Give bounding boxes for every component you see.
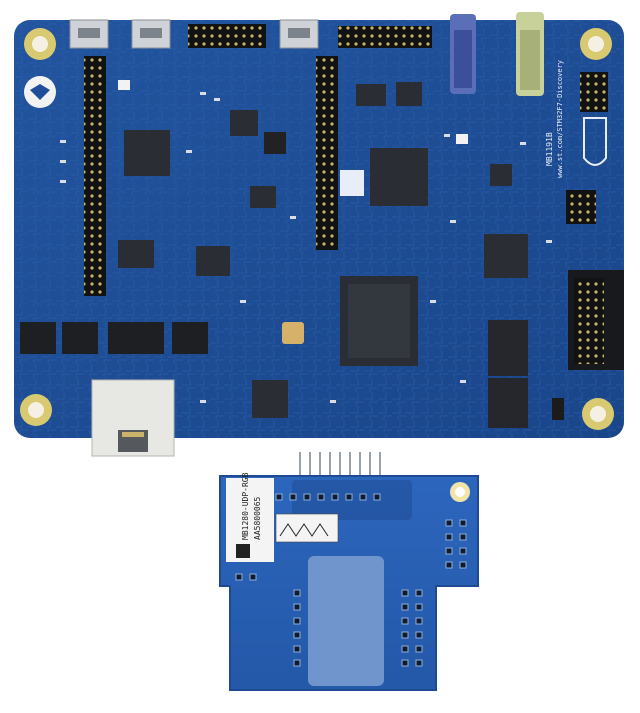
top-pin-header xyxy=(188,24,266,48)
mounting-hole xyxy=(28,402,44,418)
beige-component xyxy=(282,322,304,344)
daughter-sticker-top: MB1280-UDP-RGB xyxy=(241,472,250,540)
chip-small xyxy=(250,186,276,208)
chip-square xyxy=(484,234,528,278)
ethernet-jack xyxy=(91,379,175,457)
battery-outline xyxy=(583,117,607,166)
daughter-board: MB1280-UDP-RGB AA5800065 xyxy=(219,452,479,691)
led-white xyxy=(118,80,130,90)
chip-square xyxy=(370,148,428,206)
smd-components xyxy=(60,92,552,403)
audio-jacks xyxy=(450,12,544,96)
silkscreen-board-id: MB1191B xyxy=(545,132,554,166)
smd-pad xyxy=(200,92,206,95)
chip-small xyxy=(172,322,208,354)
chip-small xyxy=(62,322,98,354)
smd-pad xyxy=(430,300,436,303)
usb-connectors xyxy=(69,19,319,49)
usb-connector xyxy=(78,28,100,38)
silkscreen-url: www.st.com/STM32F7-Discovery xyxy=(556,60,564,178)
mounting-hole xyxy=(588,36,604,52)
audio-jack-green-body xyxy=(520,30,540,90)
chip-small xyxy=(356,84,386,106)
sensor-pad xyxy=(308,556,384,686)
smd-pad xyxy=(450,220,456,223)
chip-small xyxy=(118,240,154,268)
smd-pad xyxy=(546,240,552,243)
chips xyxy=(20,82,528,428)
left-pin-header xyxy=(84,56,106,296)
chip-small xyxy=(20,322,56,354)
memory-chip xyxy=(488,378,528,428)
mcu-main-chip-inner xyxy=(348,284,410,358)
usb-connector xyxy=(140,28,162,38)
smd-pad xyxy=(186,150,192,153)
white-chip-label xyxy=(340,170,364,196)
right-small-header xyxy=(580,72,608,112)
main-board: www.st.com/STM32F7-Discovery MB1191B xyxy=(14,12,624,457)
audio-jack-blue-body xyxy=(454,30,472,88)
chip-small xyxy=(108,322,164,354)
switch-sw1 xyxy=(552,398,564,420)
smd-pad xyxy=(444,134,450,137)
chip-small xyxy=(396,82,422,106)
qr-code xyxy=(236,544,250,558)
black-chip xyxy=(264,132,286,154)
right-small-header-2 xyxy=(566,190,596,224)
smd-pad xyxy=(200,400,206,403)
smd-pad xyxy=(460,380,466,383)
smd-pad xyxy=(520,142,526,145)
waveform-icon xyxy=(279,523,329,537)
mounting-holes xyxy=(20,28,614,430)
smd-pad xyxy=(240,300,246,303)
smd-pad xyxy=(60,160,66,163)
led-white xyxy=(456,134,468,144)
right-connector-pins xyxy=(574,278,604,364)
chip-small xyxy=(196,246,230,276)
usb-connector xyxy=(288,28,310,38)
mounting-hole xyxy=(590,406,606,422)
daughter-mounting-hole xyxy=(455,487,465,497)
st-logo-mark xyxy=(30,84,50,100)
middle-pin-header xyxy=(316,56,338,250)
smd-pad xyxy=(290,216,296,219)
daughter-sticker-bottom: AA5800065 xyxy=(253,496,262,540)
chip-small xyxy=(490,164,512,186)
top-pin-header-2 xyxy=(338,26,432,48)
smd-pad xyxy=(330,400,336,403)
smd-pad xyxy=(60,140,66,143)
daughter-side-pads xyxy=(235,493,467,667)
memory-chip xyxy=(488,320,528,376)
chip-small xyxy=(252,380,288,418)
ethernet-jack-contacts xyxy=(122,432,144,437)
chip-square xyxy=(124,130,170,176)
smd-pad xyxy=(60,180,66,183)
chip-small xyxy=(230,110,258,136)
mounting-hole xyxy=(32,36,48,52)
smd-pad xyxy=(214,98,220,101)
